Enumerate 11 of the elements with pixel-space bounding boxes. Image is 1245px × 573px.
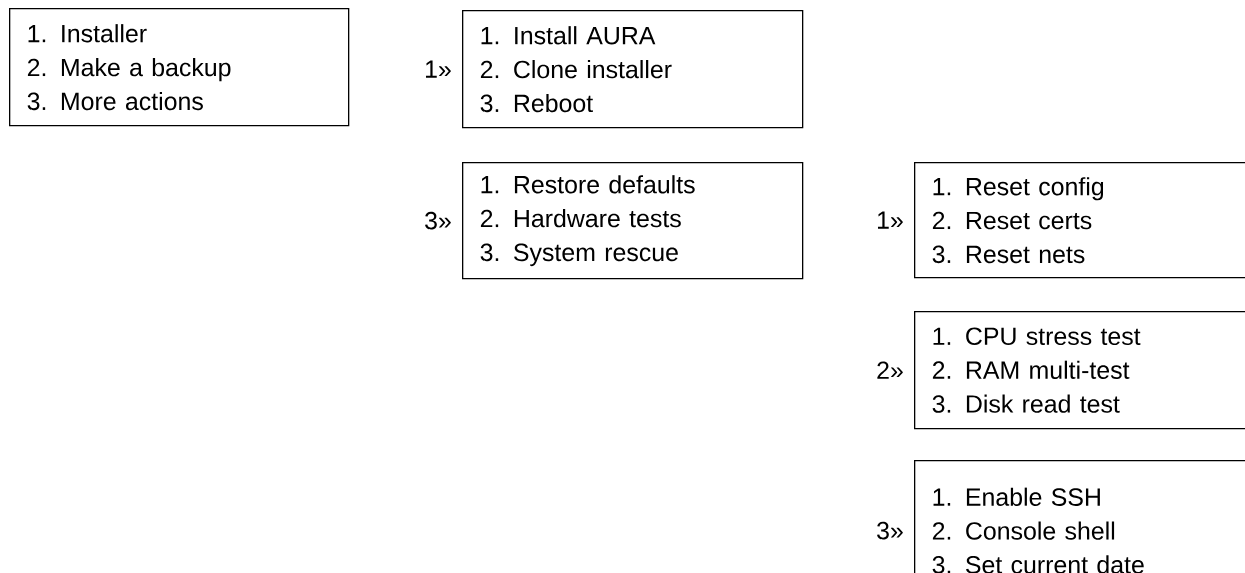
menu-key-label: 1»	[878, 211, 903, 229]
menu-box: 1. CPU stress test 2. RAM multi-test 3. Disk read test	[914, 311, 1245, 430]
menu-key-label: 1»	[426, 60, 451, 78]
menu-key-label: 2»	[877, 361, 903, 379]
menu-box: 1. Enable SSH 2. Console shell 3. Set current date	[914, 460, 1245, 573]
menu-box: 1. Reset config 2. Reset certs 3. Reset nets	[914, 162, 1245, 279]
menu-box: 1. Install AURA 2. Clone installer 3. Reboot	[462, 10, 804, 129]
menu-key-label: 3»	[425, 211, 451, 230]
menu-box: 1. Restore defaults 2. Hardware tests 3. System rescue	[462, 162, 804, 280]
menu-box: 1. Installer 2. Make a backup 3. More actions	[9, 8, 350, 127]
menu-key-label: 3»	[877, 521, 903, 540]
